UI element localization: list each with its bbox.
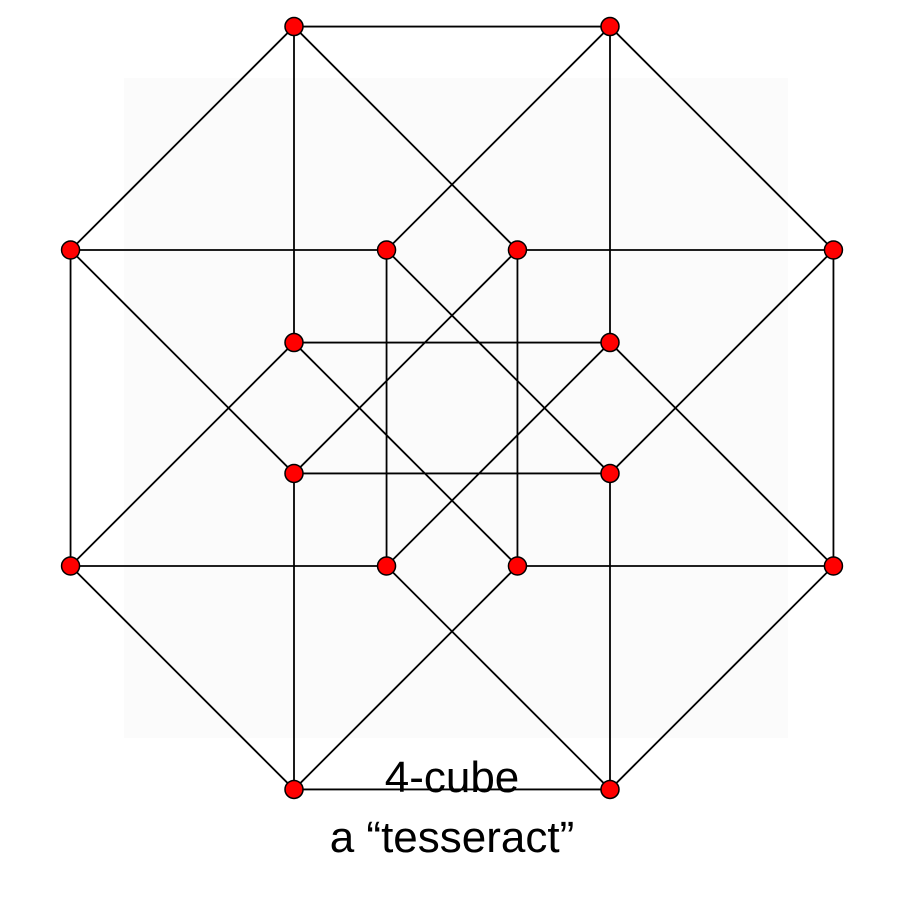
graph-vertex: [823, 240, 844, 260]
caption-title: 4-cube: [384, 753, 520, 802]
graph-vertex: [600, 463, 620, 484]
graph-edge: [69, 25, 295, 251]
graph-vertex: [376, 556, 397, 576]
graph-vertex: [600, 779, 620, 800]
graph-vertex: [284, 16, 304, 37]
graph-edge: [69, 565, 295, 791]
vertex-layer: [60, 16, 844, 800]
graph-vertex: [284, 332, 304, 353]
graph-vertex: [60, 556, 81, 576]
graph-edge: [69, 249, 295, 475]
graph-edge: [293, 249, 519, 475]
graph-edge: [609, 249, 835, 475]
graph-vertex: [823, 556, 844, 576]
graph-edge: [609, 25, 835, 251]
graph-vertex: [60, 240, 81, 260]
graph-vertex: [600, 16, 620, 37]
graph-edge: [385, 25, 611, 251]
graph-edge: [385, 565, 611, 791]
graph-edge: [293, 565, 519, 791]
graph-edge: [609, 565, 835, 791]
graph-vertex: [507, 556, 528, 576]
graph-edge: [385, 341, 611, 567]
graph-vertex: [376, 240, 397, 260]
caption-subtitle: a “tesseract”: [329, 813, 575, 862]
graph-edge: [609, 341, 835, 567]
graph-vertex: [507, 240, 528, 260]
graph-edge: [293, 25, 519, 251]
graph-vertex: [284, 779, 304, 800]
graph-edge: [385, 249, 611, 475]
graph-edge: [293, 341, 519, 567]
graph-vertex: [600, 332, 620, 353]
graph-vertex: [284, 463, 304, 484]
edge-layer: [69, 25, 835, 791]
graph-edge: [69, 341, 295, 567]
